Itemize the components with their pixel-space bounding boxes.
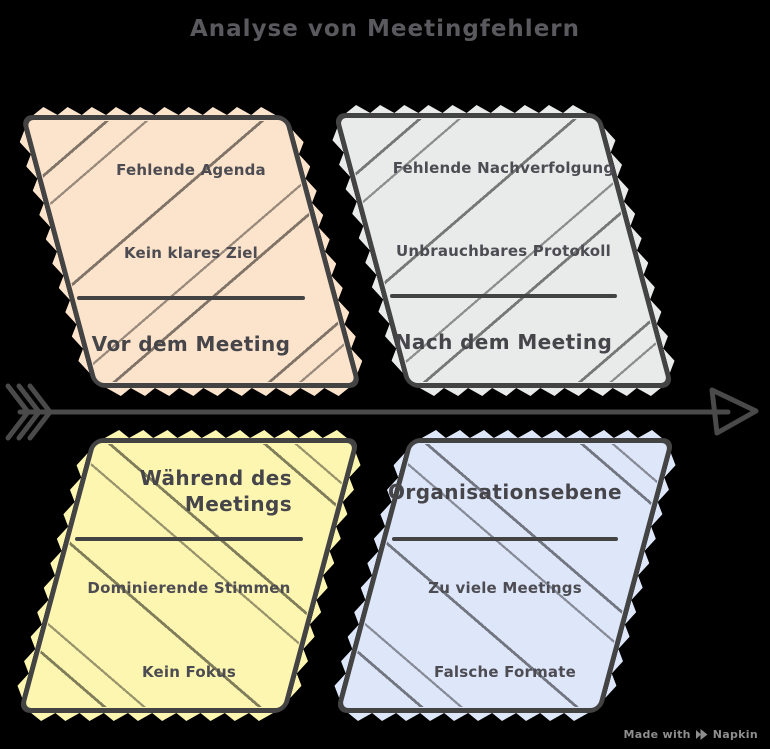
category-divider (392, 537, 618, 541)
spine-arrow (5, 383, 759, 441)
cause-item: Fehlende Nachverfolgung (392, 159, 615, 177)
category-label: Nach dem Meeting (394, 330, 613, 354)
cause-item: Zu viele Meetings (428, 579, 582, 597)
page-title: Analyse von Meetingfehlern (189, 16, 581, 42)
cause-item: Falsche Formate (434, 663, 576, 681)
category-label: Vor dem Meeting (91, 332, 291, 356)
fletching-icon (5, 383, 31, 441)
watermark-brand: Napkin (712, 728, 758, 741)
napkin-logo-icon (695, 729, 708, 740)
category-box-organisationsebene: Organisationsebene Zu viele Meetings Fal… (335, 438, 675, 713)
category-box-waehrend-des-meetings: Während des Meetings Dominierende Stimme… (18, 438, 360, 713)
cause-item: Kein klares Ziel (123, 244, 259, 262)
fletching-icon (27, 383, 53, 441)
arrow-head-icon (709, 387, 759, 436)
watermark-prefix: Made with (623, 728, 691, 741)
category-box-nach-dem-meeting: Fehlende Nachverfolgung Unbrauchbares Pr… (333, 113, 674, 388)
cause-item: Kein Fokus (141, 663, 237, 681)
category-divider (77, 296, 305, 300)
category-divider (75, 537, 303, 541)
cause-item: Unbrauchbares Protokoll (396, 242, 611, 260)
napkin-watermark: Made with Napkin (624, 728, 759, 741)
box-spikes-bottom (29, 713, 273, 721)
fletching-icon (16, 383, 42, 441)
category-box-vor-dem-meeting: Fehlende Agenda Kein klares Ziel Vor dem… (20, 115, 361, 388)
cause-item: Dominierende Stimmen (87, 579, 291, 597)
category-divider (390, 294, 617, 298)
box-spikes-top (31, 107, 275, 115)
cause-item: Fehlende Agenda (116, 161, 266, 179)
box-spikes-top (344, 105, 587, 113)
category-label: Organisationsebene (388, 480, 622, 504)
category-label: Während des Meetings (139, 466, 292, 516)
box-spikes-bottom (346, 713, 588, 721)
